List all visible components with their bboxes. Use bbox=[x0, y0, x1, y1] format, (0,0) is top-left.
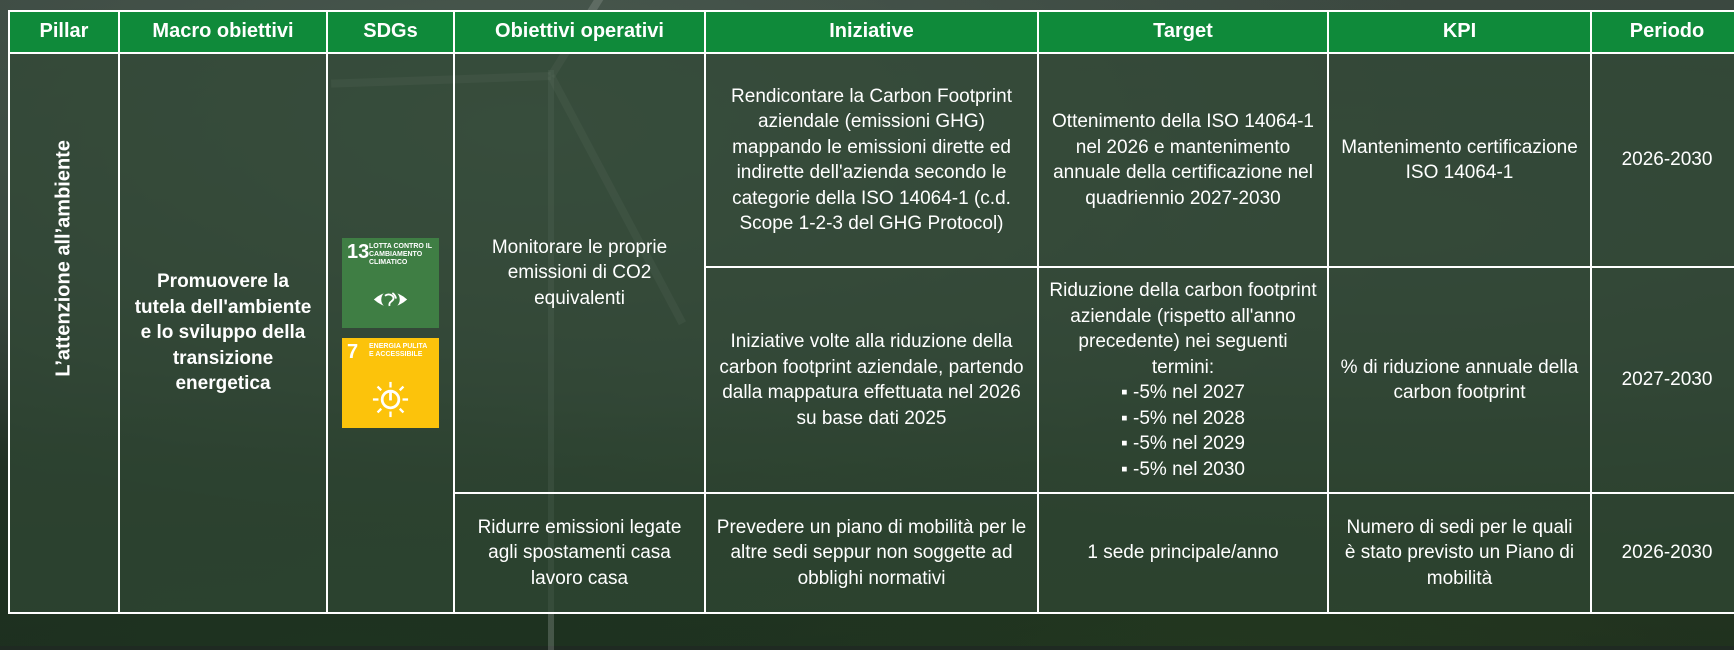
macro-objective-cell: Promuovere la tutela dell'ambiente e lo … bbox=[118, 52, 328, 614]
header-target: Target bbox=[1037, 10, 1329, 54]
period-cell: 2026-2030 bbox=[1590, 52, 1734, 268]
initiative-cell: Rendicontare la Carbon Footprint azienda… bbox=[704, 52, 1039, 268]
header-iniziative: Iniziative bbox=[704, 10, 1039, 54]
list-item: ▪ -5% nel 2029 bbox=[1121, 433, 1245, 454]
header-sdgs: SDGs bbox=[326, 10, 455, 54]
header-periodo: Periodo bbox=[1590, 10, 1734, 54]
initiative-cell: Iniziative volte alla riduzione della ca… bbox=[704, 266, 1039, 494]
sdg-number: 13 bbox=[347, 241, 370, 263]
list-item: ▪ -5% nel 2030 bbox=[1121, 458, 1245, 480]
operative-objective-cell: Monitorare le proprie emissioni di CO2 e… bbox=[453, 52, 706, 494]
sdg-title: LOTTA CONTRO IL CAMBIAMENTO CLIMATICO bbox=[369, 243, 432, 266]
list-item: ▪ -5% nel 2027 bbox=[1121, 382, 1245, 403]
sdgs-cell: 13 LOTTA CONTRO IL CAMBIAMENTO CLIMATICO… bbox=[326, 52, 455, 614]
sdg-title: ENERGIA PULITA E ACCESSIBILE bbox=[369, 343, 428, 358]
sdg-number: 7 bbox=[347, 341, 359, 363]
kpi-cell: Numero di sedi per le quali è stato prev… bbox=[1327, 492, 1592, 614]
header-kpi: KPI bbox=[1327, 10, 1592, 54]
target-cell: Ottenimento della ISO 14064-1 nel 2026 e… bbox=[1037, 52, 1329, 268]
table-header-row: Pillar Macro obiettivi SDGs Obiettivi op… bbox=[8, 10, 1734, 54]
sun-power-icon bbox=[372, 381, 409, 418]
sdg-13-badge: 13 LOTTA CONTRO IL CAMBIAMENTO CLIMATICO bbox=[342, 238, 439, 328]
eye-globe-icon bbox=[373, 290, 408, 309]
operative-objective-cell: Ridurre emissioni legate agli spostament… bbox=[453, 492, 706, 614]
period-cell: 2026-2030 bbox=[1590, 492, 1734, 614]
sdg-7-badge: 7 ENERGIA PULITA E ACCESSIBILE bbox=[342, 338, 439, 428]
pillar-cell: L’attenzione all’ambiente bbox=[8, 52, 120, 614]
header-pillar: Pillar bbox=[8, 10, 120, 54]
target-cell: 1 sede principale/anno bbox=[1037, 492, 1329, 614]
target-list: ▪ -5% nel 2027 ▪ -5% nel 2028 ▪ -5% nel … bbox=[1049, 380, 1317, 482]
pillar-label: L’attenzione all’ambiente bbox=[52, 140, 75, 377]
initiative-cell: Prevedere un piano di mobilità per le al… bbox=[704, 492, 1039, 614]
kpi-cell: Mantenimento certificazione ISO 14064-1 bbox=[1327, 52, 1592, 268]
header-obiettivi-operativi: Obiettivi operativi bbox=[453, 10, 706, 54]
header-macro-obiettivi: Macro obiettivi bbox=[118, 10, 328, 54]
objectives-table: Pillar Macro obiettivi SDGs Obiettivi op… bbox=[8, 10, 1734, 614]
kpi-cell: % di riduzione annuale della carbon foot… bbox=[1327, 266, 1592, 494]
period-cell: 2027-2030 bbox=[1590, 266, 1734, 494]
target-cell: Riduzione della carbon footprint azienda… bbox=[1037, 266, 1329, 494]
table-row: L’attenzione all’ambiente Promuovere la … bbox=[8, 52, 1734, 614]
table-row: Iniziative volte alla riduzione della ca… bbox=[9, 266, 1734, 494]
target-intro: Riduzione della carbon footprint azienda… bbox=[1049, 280, 1317, 378]
table-row: Ridurre emissioni legate agli spostament… bbox=[9, 492, 1734, 614]
list-item: ▪ -5% nel 2028 bbox=[1121, 407, 1245, 429]
